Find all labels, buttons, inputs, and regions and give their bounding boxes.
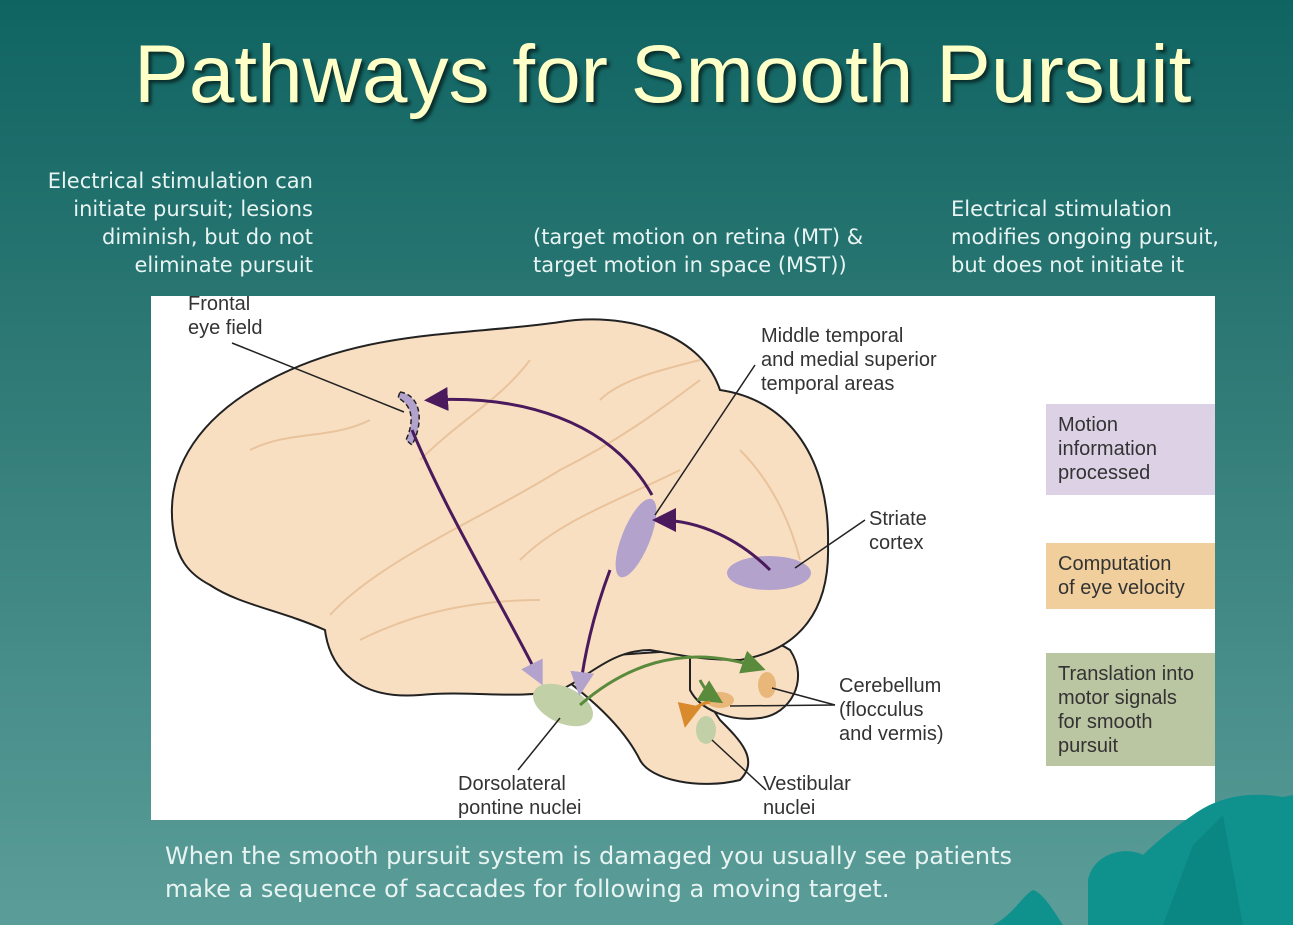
label-line: Middle temporal	[761, 325, 904, 347]
label-line: Dorsolateral	[458, 773, 566, 795]
caption-line: make a sequence of saccades for followin…	[165, 875, 890, 903]
label-line: Frontal	[188, 296, 251, 315]
legend-line: motor signals	[1058, 687, 1177, 709]
fef-to-dlpn-arrow	[410, 429, 543, 686]
cerebrum	[170, 318, 830, 697]
note-middle: (target motion on retina (MT) & target m…	[533, 223, 863, 279]
brain-diagram: Frontal eye field Middle temporal and me…	[151, 296, 1215, 820]
bottom-caption: When the smooth pursuit system is damage…	[165, 840, 1012, 906]
label-line: nuclei	[763, 797, 816, 819]
vestibular-area	[696, 716, 716, 744]
label-line: eye field	[188, 317, 263, 339]
label-line: and medial superior	[761, 349, 937, 371]
striate-to-mt-arrow	[652, 508, 772, 572]
mt-to-fef-arrow	[424, 387, 654, 496]
note-left: Electrical stimulation can initiate purs…	[47, 169, 313, 277]
label-line: pontine nuclei	[458, 797, 582, 819]
legend-line: information	[1058, 438, 1157, 460]
legend-line: for smooth	[1058, 711, 1153, 733]
mt-mst-area	[615, 498, 657, 578]
iceberg-decoration	[993, 794, 1293, 925]
label-dorsolateral-pontine-nuclei: Dorsolateral pontine nuclei	[458, 772, 581, 820]
label-line: Striate	[869, 508, 927, 530]
label-line: temporal areas	[761, 373, 895, 395]
legend-line: Motion	[1058, 414, 1119, 436]
legend-eye-velocity: Computation of eye velocity	[1046, 543, 1215, 609]
note-right-line: Electrical stimulation	[951, 197, 1172, 221]
note-right: Electrical stimulation modifies ongoing …	[951, 195, 1219, 279]
legend-line: of eye velocity	[1058, 577, 1185, 599]
label-cerebellum: Cerebellum (flocculus and vermis)	[839, 674, 943, 746]
note-right-line: but does not initiate it	[951, 253, 1185, 277]
legend-line: pursuit	[1058, 735, 1119, 757]
dlpn-to-cerebellum-arrow	[579, 650, 766, 707]
legend-line: Translation into	[1058, 663, 1194, 685]
note-middle-line: (target motion on retina (MT) &	[533, 225, 864, 249]
note-right-line: modifies ongoing pursuit,	[951, 225, 1219, 249]
mt-to-dlpn-arrow	[570, 569, 612, 696]
label-line: (flocculus	[839, 699, 924, 721]
legend-line: Computation	[1058, 553, 1172, 575]
label-line: Vestibular	[763, 773, 851, 795]
cerebellum-to-vestibular-arrow	[696, 679, 724, 704]
label-striate-cortex: Striate cortex	[869, 507, 927, 555]
caption-line: When the smooth pursuit system is damage…	[165, 842, 1012, 870]
slide-title: Pathways for Smooth Pursuit	[134, 29, 1192, 120]
striate-cortex-area	[727, 556, 811, 590]
brain-illustration	[170, 318, 866, 791]
label-line: Cerebellum	[839, 675, 942, 697]
legend-line: processed	[1058, 462, 1151, 484]
note-middle-line: target motion in space (MST))	[533, 253, 847, 277]
label-frontal-eye-field: Frontal eye field	[188, 296, 263, 340]
legend-motion-information: Motion information processed	[1046, 404, 1215, 495]
vermis-area	[758, 672, 776, 698]
label-mt-mst: Middle temporal and medial superior temp…	[761, 324, 937, 396]
legend-motor-signals: Translation into motor signals for smoot…	[1046, 653, 1215, 766]
label-vestibular-nuclei: Vestibular nuclei	[763, 772, 851, 820]
label-line: cortex	[869, 532, 924, 554]
vestibular-output-arrow	[677, 700, 711, 728]
label-line: and vermis)	[839, 723, 944, 745]
